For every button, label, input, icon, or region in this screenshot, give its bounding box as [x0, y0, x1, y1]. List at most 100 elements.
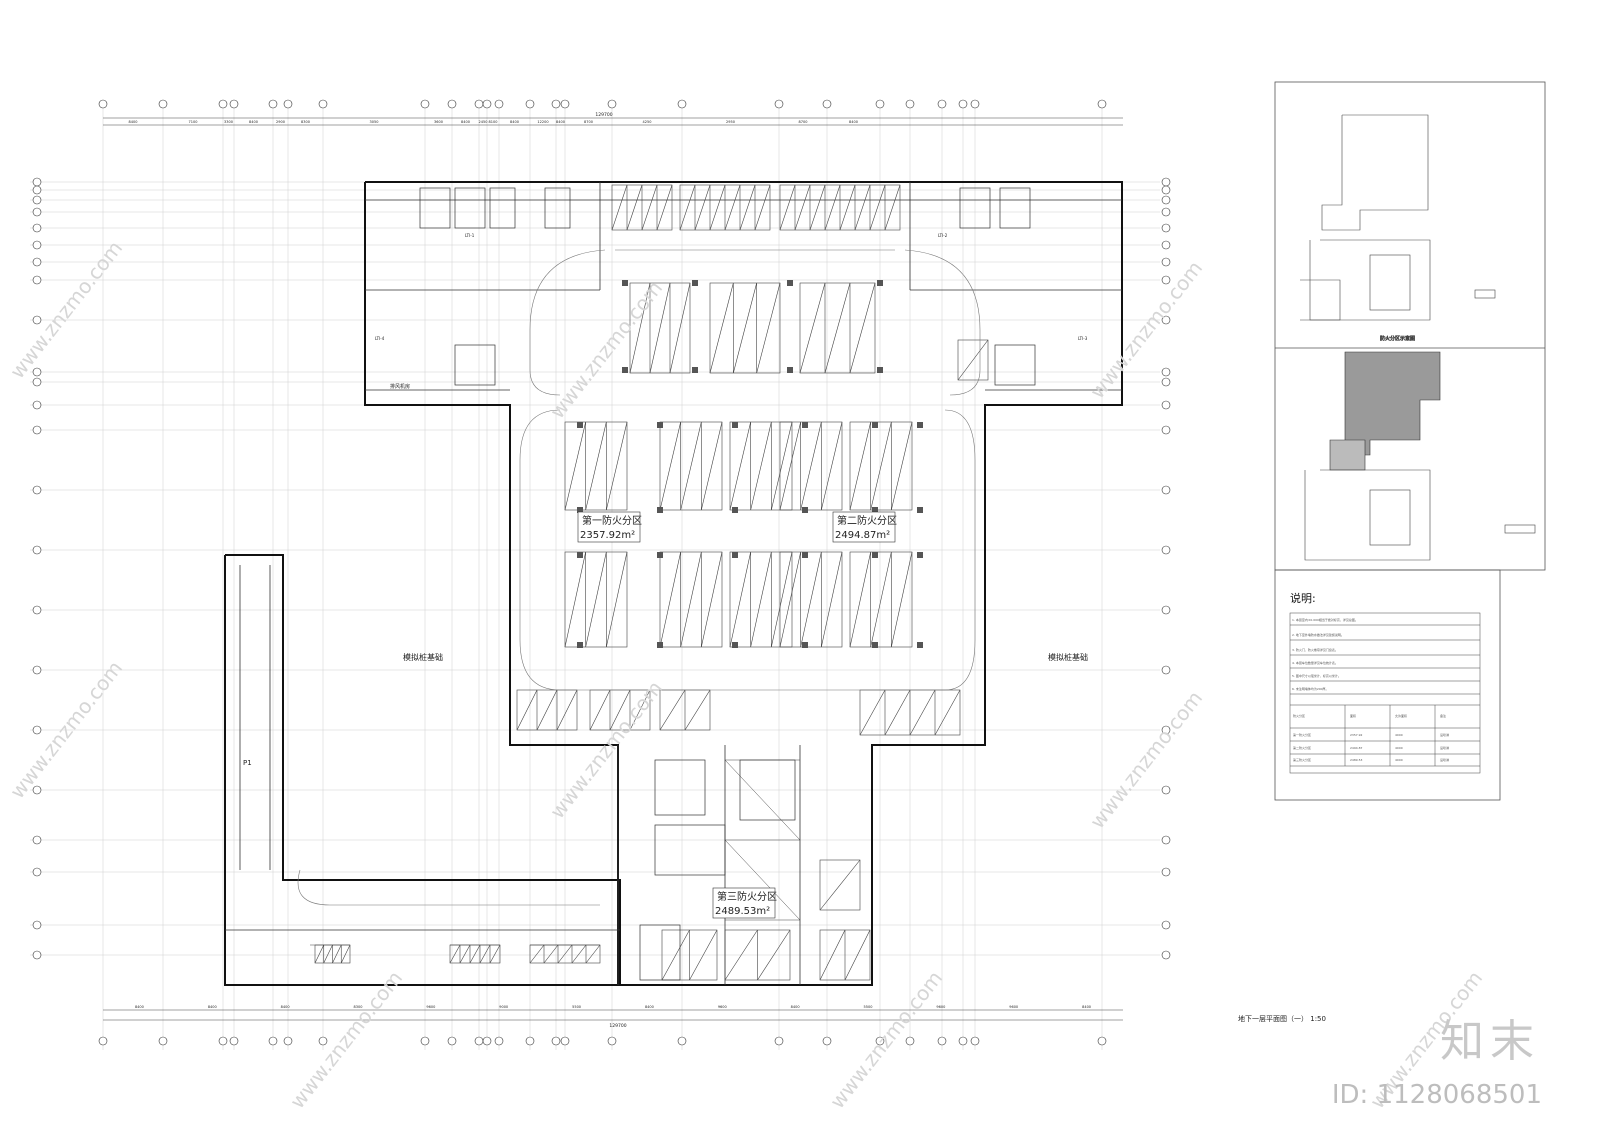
stall-diagonal: [557, 944, 573, 964]
top-total-dim: 129700: [595, 112, 612, 118]
room-label-p1: P1: [243, 759, 252, 767]
bottom-dim-text: 8300: [354, 1005, 363, 1009]
watermark-site-4: www.znzmo.com: [5, 656, 127, 803]
fire-zone-1: 第一防火分区 2357.92m²: [577, 511, 642, 543]
stall-diagonal: [859, 689, 886, 736]
parking-block: [729, 421, 793, 511]
column: [802, 552, 808, 558]
fire-zone-2: 第二防火分区 2494.87m²: [832, 511, 897, 543]
axis-bubble: [32, 257, 42, 267]
column: [657, 422, 663, 428]
room-label-lti1: LTI-1: [465, 233, 475, 238]
axis-bubble: [158, 1036, 168, 1046]
axis-bubble: [525, 1036, 535, 1046]
stall-diagonal: [529, 944, 545, 964]
stall-diagonal: [684, 689, 711, 731]
watermark-site-2: www.znzmo.com: [545, 276, 667, 423]
axis-bubble: [283, 99, 293, 109]
stall-diagonal: [709, 282, 734, 374]
stall-diagonal: [891, 421, 913, 511]
axis-bubble: [318, 1036, 328, 1046]
column: [577, 552, 583, 558]
stall-diagonal: [799, 282, 826, 374]
axis-bubble: [32, 425, 42, 435]
axis-bubble: [1161, 605, 1171, 615]
bottom-dim-text: 8400: [645, 1005, 654, 1009]
stall-diagonal: [516, 689, 538, 731]
table-header-area: 面积: [1350, 714, 1357, 718]
room-label-lti3: LTI-3: [1078, 336, 1088, 341]
top-dim-text: 8700: [584, 120, 593, 124]
table-header-remark: 备注: [1440, 714, 1447, 718]
column: [802, 642, 808, 648]
axis-bubble: [1161, 545, 1171, 555]
stall-diagonal: [724, 184, 741, 231]
column: [872, 422, 878, 428]
axis-bubble: [1161, 275, 1171, 285]
stall-diagonal: [821, 421, 843, 511]
axis-bubble: [1097, 99, 1107, 109]
legend-note-6: 6. 未注明墙体均为200厚。: [1292, 687, 1329, 691]
column: [732, 507, 738, 513]
axis-bubble: [822, 1036, 832, 1046]
axis-bubble: [32, 665, 42, 675]
axis-bubble: [218, 1036, 228, 1046]
table-cell: 2489.53: [1350, 758, 1363, 762]
fire-zone-3: 第三防火分区 2489.53m²: [712, 887, 777, 919]
stall-diagonal: [884, 689, 911, 736]
top-dim-text: 3300: [224, 120, 233, 124]
diagonal-watermark: www.znzmo.com www.znzmo.com www.znzmo.co…: [5, 236, 1487, 1113]
stall-diagonal: [314, 944, 325, 964]
legend-note-5: 5. 图中尺寸以毫米计，标高以米计。: [1292, 674, 1341, 678]
ramp: [310, 759, 801, 946]
bottom-dim-text: 8400: [791, 1005, 800, 1009]
axis-bubble: [474, 99, 484, 109]
column: [692, 280, 698, 286]
column: [657, 552, 663, 558]
bottom-dim-text: 5500: [864, 1005, 873, 1009]
table-cell: 设喷淋: [1440, 733, 1450, 737]
stall-diagonal: [701, 551, 723, 648]
axis-bubble: [32, 785, 42, 795]
axis-bubble: [1161, 240, 1171, 250]
axis-bubble: [551, 1036, 561, 1046]
structural-columns: [577, 280, 923, 648]
stall-diagonal: [934, 689, 961, 736]
axis-bubble: [560, 99, 570, 109]
bottom-dim-text: 8400: [281, 1005, 290, 1009]
axis-bubble: [1161, 177, 1171, 187]
axis-bubble: [774, 99, 784, 109]
top-dim-text: 8400: [461, 120, 470, 124]
driveway-curves: [297, 249, 981, 906]
parking-block: [516, 689, 578, 731]
axis-bubble: [158, 99, 168, 109]
foundation-label-left: 模拟桩基础: [403, 652, 443, 662]
top-dim-text: 8400: [556, 120, 565, 124]
axis-bubble: [268, 1036, 278, 1046]
axis-bubble: [1161, 950, 1171, 960]
axis-bubble: [875, 99, 885, 109]
stall-diagonal: [800, 551, 822, 648]
axis-bubble: [677, 99, 687, 109]
legend-table: [1289, 612, 1481, 774]
stall-diagonal: [641, 184, 658, 231]
stall-diagonal: [709, 184, 726, 231]
column: [872, 552, 878, 558]
stall-diagonal: [323, 944, 333, 964]
bottom-dim-text: 9600: [1009, 1005, 1018, 1009]
axis-bubble: [283, 1036, 293, 1046]
legend-note-4: 4. 本层车位数量详见车位统计表。: [1292, 661, 1338, 665]
stall-diagonal: [756, 282, 781, 374]
parking-block: [629, 282, 691, 374]
axis-bubble: [482, 99, 492, 109]
table-cell: 第一防火分区: [1293, 733, 1312, 737]
axis-bubble: [420, 99, 430, 109]
column: [917, 507, 923, 513]
fire-zone-2-area: 2494.87m²: [835, 530, 890, 541]
parking-block: [709, 282, 781, 374]
top-dim-text: 4250: [643, 120, 652, 124]
stall-diagonal: [733, 282, 757, 374]
stall-diagonal: [870, 421, 892, 511]
